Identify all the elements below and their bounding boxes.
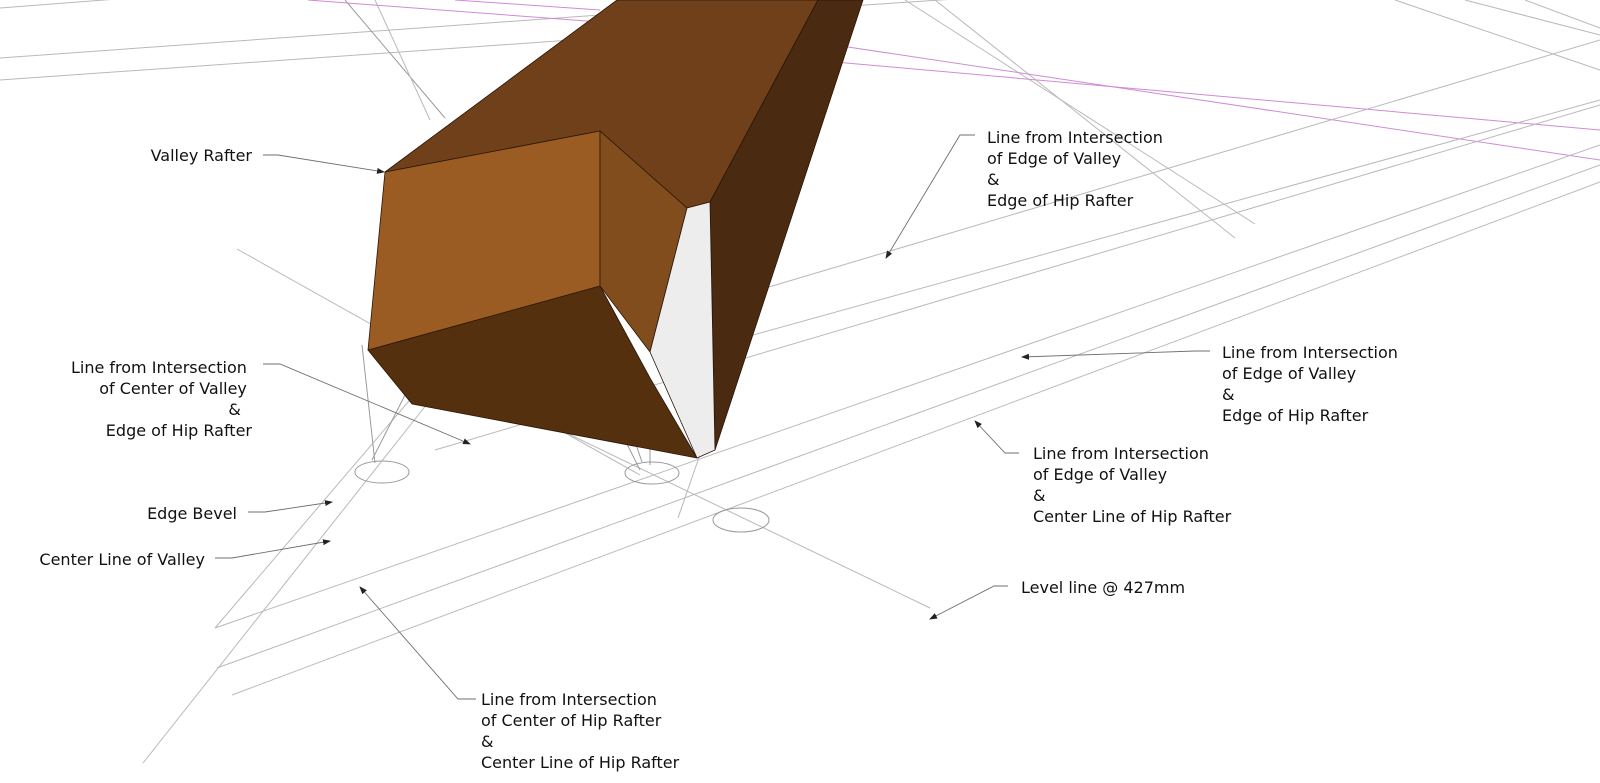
label-level-line: Level line @ 427mm xyxy=(1021,578,1185,597)
leader-edge-valley-center-hip xyxy=(974,420,1019,454)
label-center-hip-center-line-hip: Line from Intersection of Center of Hip … xyxy=(481,690,680,772)
leader-center-valley-edge-hip xyxy=(263,363,471,445)
label-edge-valley-center-hip: Line from Intersection of Edge of Valley… xyxy=(1033,444,1232,526)
leader-center-hip-center-line-hip xyxy=(359,586,476,700)
label-center-line-valley: Center Line of Valley xyxy=(39,550,205,569)
label-center-valley-edge-hip: Line from Intersection of Center of Vall… xyxy=(71,358,252,440)
label-edge-bevel: Edge Bevel xyxy=(147,504,237,523)
leader-level-line xyxy=(929,585,1008,620)
leader-center-line-valley xyxy=(215,539,331,559)
rafter-edge-bevel-face xyxy=(649,201,716,459)
label-edge-valley-edge-hip-right: Line from Intersection of Edge of Valley… xyxy=(1222,343,1403,425)
label-edge-valley-edge-hip-top: Line from Intersection of Edge of Valley… xyxy=(987,128,1168,210)
leader-edge-valley-edge-hip-top xyxy=(885,134,975,259)
annotation-labels: Valley Rafter Line from Intersection of … xyxy=(39,128,1403,772)
leader-edge-bevel xyxy=(248,500,333,513)
label-valley-rafter: Valley Rafter xyxy=(151,146,253,165)
leader-lines xyxy=(215,134,1210,700)
leader-edge-valley-edge-hip-right xyxy=(1021,350,1210,360)
leader-valley-rafter xyxy=(263,154,385,174)
valley-rafter-solid xyxy=(367,0,864,459)
